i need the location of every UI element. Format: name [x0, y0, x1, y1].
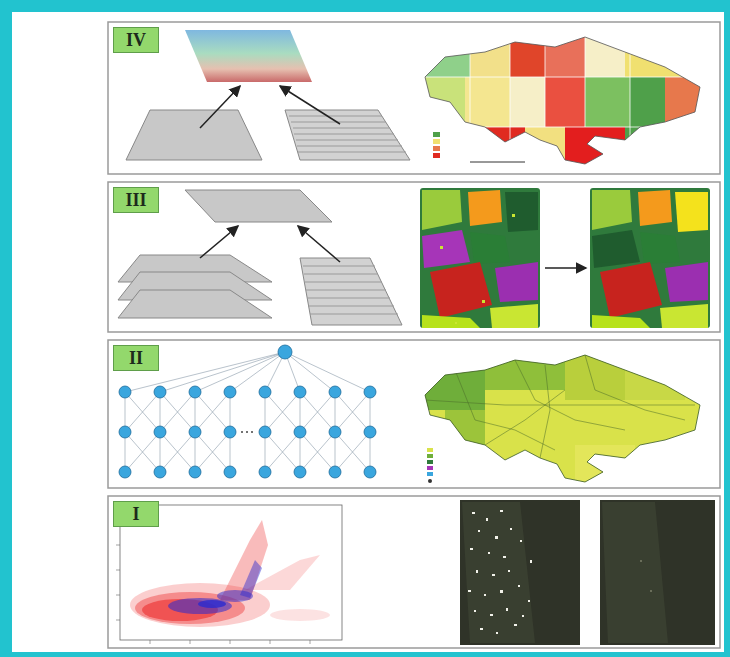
panel-number: II: [114, 348, 158, 368]
panel-number: III: [114, 190, 158, 210]
panel-number: IV: [114, 30, 158, 50]
panel-label: II: [113, 345, 159, 371]
panel-number: I: [114, 504, 158, 524]
panel-label: I: [113, 501, 159, 527]
panel-label: IV: [113, 27, 159, 53]
panel-label: III: [113, 187, 159, 213]
